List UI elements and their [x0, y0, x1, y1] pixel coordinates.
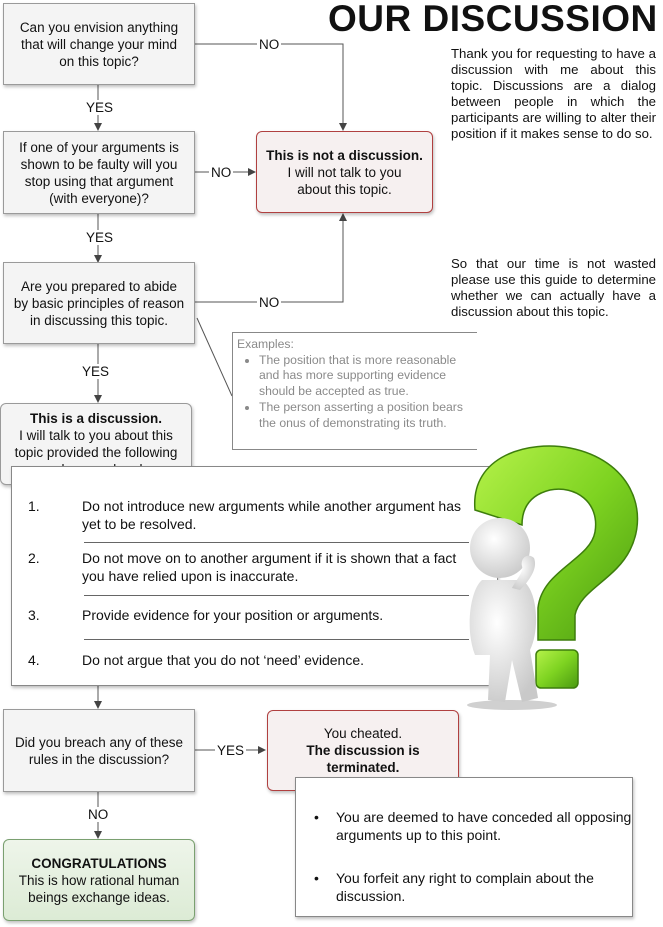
label-yes-3: YES	[80, 364, 112, 379]
question-principles-of-reason: Are you prepared to abide by basic princ…	[3, 262, 195, 344]
example-item: The person asserting a position bears th…	[259, 400, 477, 431]
rule-divider	[84, 542, 469, 543]
not-discussion-heading: This is not a discussion.	[266, 147, 423, 163]
thinking-figure-icon	[467, 518, 557, 710]
page-title: OUR DISCUSSION	[328, 0, 658, 39]
question-faulty-argument: If one of your arguments is shown to be …	[3, 131, 195, 214]
question-change-mind: Can you envision anything that will chan…	[3, 3, 195, 85]
rule-text: Provide evidence for your position or ar…	[82, 607, 384, 623]
consequences-box: You are deemed to have conceded all oppo…	[295, 777, 633, 917]
rule-divider	[84, 639, 469, 640]
congrats-heading: CONGRATULATIONS	[31, 855, 167, 871]
discussion-terminated-heading: The discussion is terminated.	[306, 743, 420, 775]
question-mark-figure-illustration	[467, 445, 639, 710]
intro-instructions: So that our time is not wasted please us…	[451, 256, 656, 319]
cheated-line: You cheated.	[323, 726, 403, 741]
rules-box: 1. Do not introduce new arguments while …	[11, 466, 498, 686]
rule-number: 2.	[28, 550, 40, 566]
congrats-text: This is how rational human beings exchan…	[18, 872, 180, 905]
examples-heading: Examples:	[237, 337, 294, 351]
label-no-2: NO	[209, 165, 234, 180]
intro-paragraph: Thank you for requesting to have a discu…	[451, 46, 656, 141]
label-no-1: NO	[257, 37, 282, 52]
rule-text: Do not argue that you do not ‘need’ evid…	[82, 652, 365, 668]
rule-number: 3.	[28, 607, 40, 623]
consequence-item: You forfeit any right to complain about …	[314, 869, 636, 905]
not-discussion-text: I will not talk to you about this topic.	[287, 164, 402, 197]
question-mark-icon	[474, 445, 639, 641]
question-breach-rules: Did you breach any of these rules in the…	[3, 709, 195, 792]
not-a-discussion-box: This is not a discussion. I will not tal…	[256, 131, 433, 213]
rule-text: Do not introduce new arguments while ano…	[82, 498, 461, 532]
question-mark-dot-icon	[535, 649, 579, 689]
label-no-3: NO	[257, 295, 282, 310]
rule-divider	[84, 595, 469, 596]
label-yes-1: YES	[84, 100, 116, 115]
label-no-4: NO	[86, 807, 111, 822]
congratulations-box: CONGRATULATIONS This is how rational hum…	[3, 839, 195, 921]
discussion-heading: This is a discussion.	[29, 411, 163, 426]
label-yes-4: YES	[215, 743, 247, 758]
rule-number: 1.	[28, 498, 40, 514]
examples-box: Examples: The position that is more reas…	[232, 332, 477, 450]
rule-number: 4.	[28, 652, 40, 668]
rule-text: Do not move on to another argument if it…	[82, 550, 457, 584]
example-item: The position that is more reasonable and…	[259, 353, 477, 400]
label-yes-2: YES	[84, 230, 116, 245]
consequence-item: You are deemed to have conceded all oppo…	[314, 808, 636, 844]
